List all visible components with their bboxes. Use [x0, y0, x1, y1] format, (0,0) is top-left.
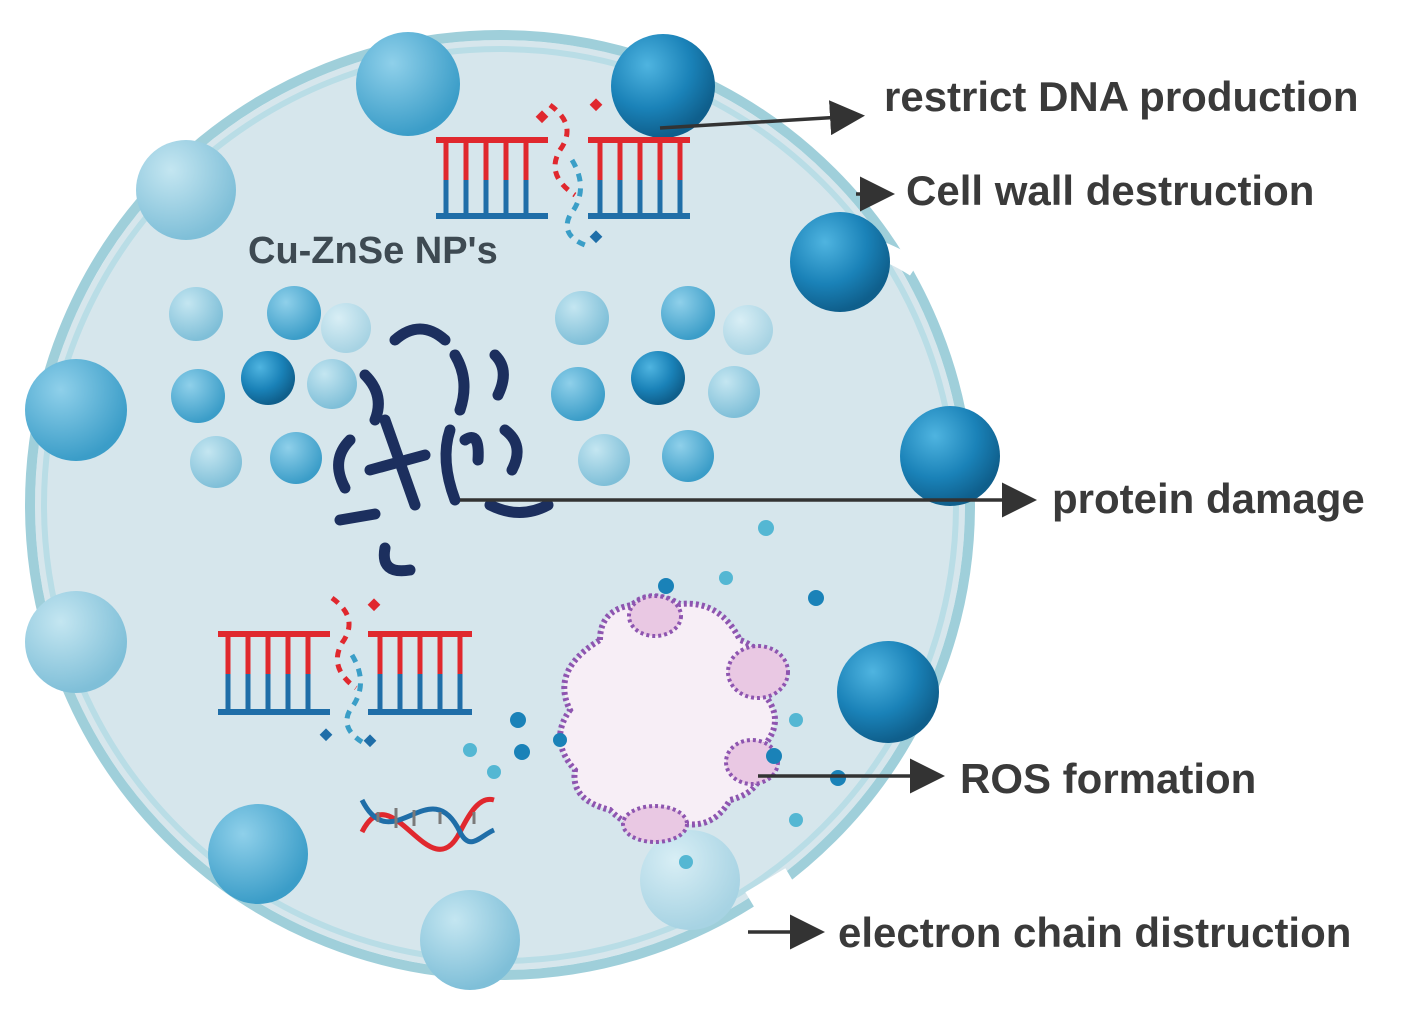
internal-np: [708, 366, 760, 418]
label-electron-chain: electron chain distruction: [838, 909, 1352, 956]
internal-np: [241, 351, 295, 405]
dna-helix: [359, 796, 496, 852]
membrane-np: [900, 406, 1000, 506]
internal-np: [555, 291, 609, 345]
internal-np: [267, 286, 321, 340]
internal-np: [551, 367, 605, 421]
arrow-dna: [659, 100, 865, 136]
internal-np: [171, 369, 225, 423]
internal-np: [270, 432, 322, 484]
internal-np: [723, 305, 773, 355]
membrane-nanoparticles: [25, 32, 1000, 990]
label-arrows: [460, 100, 1037, 950]
internal-np: [321, 303, 371, 353]
label-restrict-dna: restrict DNA production: [884, 73, 1359, 120]
membrane-np: [25, 591, 127, 693]
dna-ladder-bottom: [218, 595, 472, 748]
internal-np: [190, 436, 242, 488]
label-cell-wall: Cell wall destruction: [906, 167, 1315, 214]
membrane-break-lower: [745, 868, 795, 908]
membrane-np: [420, 890, 520, 990]
membrane-np: [837, 641, 939, 743]
internal-np: [578, 434, 630, 486]
membrane-np: [640, 830, 740, 930]
internal-np: [662, 430, 714, 482]
membrane-np: [611, 34, 715, 138]
internal-np: [169, 287, 223, 341]
ros-dots: [463, 520, 846, 869]
internal-np: [307, 359, 357, 409]
membrane-np: [208, 804, 308, 904]
membrane-np: [790, 212, 890, 312]
internal-nanoparticles-right: [551, 286, 773, 486]
membrane-np: [25, 359, 127, 461]
nanoparticle-label: Cu-ZnSe NP's: [248, 230, 498, 272]
dna-ladder-top: [436, 98, 690, 248]
label-protein-damage: protein damage: [1052, 475, 1365, 522]
internal-nanoparticles-left: [169, 286, 371, 488]
damaged-protein: [333, 323, 554, 577]
membrane-np: [356, 32, 460, 136]
label-ros-formation: ROS formation: [960, 755, 1257, 802]
internal-np: [661, 286, 715, 340]
internal-np: [631, 351, 685, 405]
membrane-np: [136, 140, 236, 240]
